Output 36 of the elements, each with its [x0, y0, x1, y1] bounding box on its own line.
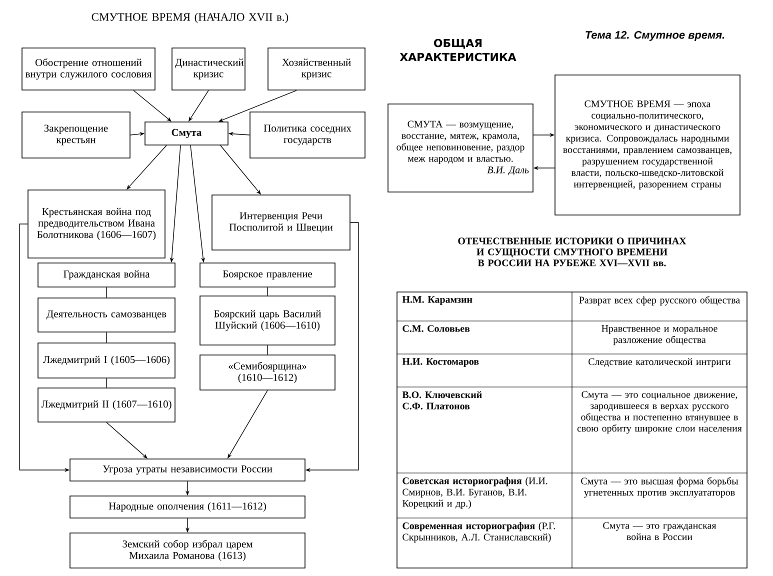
process-box: Закрепощение крестьян [22, 112, 130, 158]
slide-title: Тема 12. Смутное время. [586, 31, 724, 41]
section-heading: ОБЩАЯ ХАРАКТЕРИСТИКА [400, 38, 516, 62]
historian-name: Современная историография (Р.Г. Скрынников, А.Л. Станиславский) [402, 522, 555, 542]
historian-name: Н.М. Карамзин [402, 296, 472, 305]
process-box: Крестьянская война под предводительством Ивана Болотникова (1606—1607) [28, 190, 166, 258]
table-text: Следствие католической интриги [588, 358, 731, 368]
process-box: Угроза утраты независимости России [70, 458, 306, 482]
process-box: Народные ополчения (1611—1612) [70, 496, 306, 518]
table-text: Смута — это социальное движение, зародившееся в верхах русского общества и постепенно втянувшее в свою орбиту широкие слои населения [577, 391, 742, 434]
process-box: «Семибоярщина» (1610—1612) [200, 354, 336, 390]
process-box: Боярский царь Василий Шуйский (1606—1610) [200, 296, 336, 346]
process-box: Боярское правление [200, 262, 336, 288]
historian-name: В.О. Ключевский С.Ф. Платонов [402, 391, 482, 410]
table-text: Нравственное и моральное разложение общества [602, 325, 718, 346]
process-box: Лжедмитрий II (1607—1610) [38, 388, 176, 422]
central-box: Смута [144, 122, 228, 146]
historian-name: Советская историография (И.И. Смирнов, В.И. Буганов, В.И. Корецкий и др.) [402, 477, 548, 509]
table-text: Смута — это высшая форма борьбы угнетенных против эксплуататоров [581, 477, 738, 498]
heading: СМУТНОЕ ВРЕМЯ (НАЧАЛО XVII в.) [92, 12, 288, 24]
historian-name: С.М. Соловьев [402, 325, 470, 332]
table-heading: ОТЕЧЕСТВЕННЫЕ ИСТОРИКИ О ПРИЧИНАХ И СУЩНОСТИ СМУТНОГО ВРЕМЕНИ В РОССИИ НА РУБЕЖЕ XVI—XVII вв. [458, 238, 686, 266]
process-box: Политика соседних государств [250, 112, 366, 158]
historian-name: Н.И. Костомаров [402, 358, 479, 367]
process-box: Интервенция Речи Посполитой и Швеции [212, 194, 350, 250]
table-text: Разврат всех сфер русского общества [579, 296, 740, 306]
table-text: Смута — это гражданская война в России [603, 522, 716, 540]
process-box: Лжедмитрий I (1605—1606) [38, 342, 176, 378]
process-box: Династический кризис [172, 48, 246, 90]
process-box: Гражданская война [38, 262, 176, 288]
process-box: Земский собор избрал царем Михаила Романова (1613) [70, 532, 306, 568]
process-box: Хозяйственный кризис [268, 48, 366, 90]
definition-box: СМУТНОЕ ВРЕМЯ — эпоха социально-политического, экономического и династического кризиса. Сопровождалась народными восстаниями, правлением самозванцев, разрушением государственной власти, польско-шведско-литовской интервенцией, разорением страны [554, 74, 740, 216]
definition-box: СМУТА — возмущение, восстание, мятеж, крамола, общее неповиновение, раздор меж народом и властью. В.И. Даль [388, 104, 534, 192]
process-box: Деятельность самозванцев [38, 298, 176, 332]
process-box: Обострение отношений внутри служилого сословия [22, 48, 156, 90]
